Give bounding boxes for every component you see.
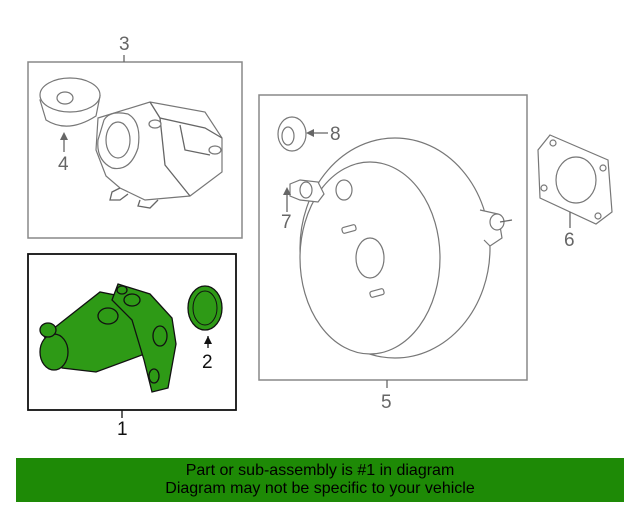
callout-2[interactable]: 2 — [202, 352, 213, 373]
callout-5[interactable]: 5 — [381, 392, 392, 413]
reservoir-tank — [95, 101, 223, 209]
seal-ring[interactable] — [187, 285, 223, 331]
footer-line-1: Part or sub-assembly is #1 in diagram — [185, 462, 455, 479]
check-valve[interactable] — [289, 179, 353, 203]
booster-group: 5 7 8 — [258, 94, 528, 413]
callout-1[interactable]: 1 — [117, 419, 128, 440]
footer-line-2: Diagram may not be specific to your vehi… — [165, 480, 475, 497]
reservoir-cap[interactable] — [39, 77, 101, 127]
master-cylinder[interactable] — [39, 283, 177, 393]
callout-6[interactable]: 6 — [564, 230, 575, 251]
gasket[interactable] — [537, 134, 613, 225]
footer-banner: Part or sub-assembly is #1 in diagram Di… — [16, 458, 624, 502]
callout-4[interactable]: 4 — [58, 154, 69, 175]
master-cylinder-group: 1 2 — [27, 253, 237, 440]
callout-3[interactable]: 3 — [119, 34, 130, 55]
grommet[interactable] — [277, 116, 307, 152]
callout-8[interactable]: 8 — [330, 124, 341, 145]
reservoir-group: 3 4 — [27, 34, 243, 239]
callout-7[interactable]: 7 — [281, 212, 292, 233]
